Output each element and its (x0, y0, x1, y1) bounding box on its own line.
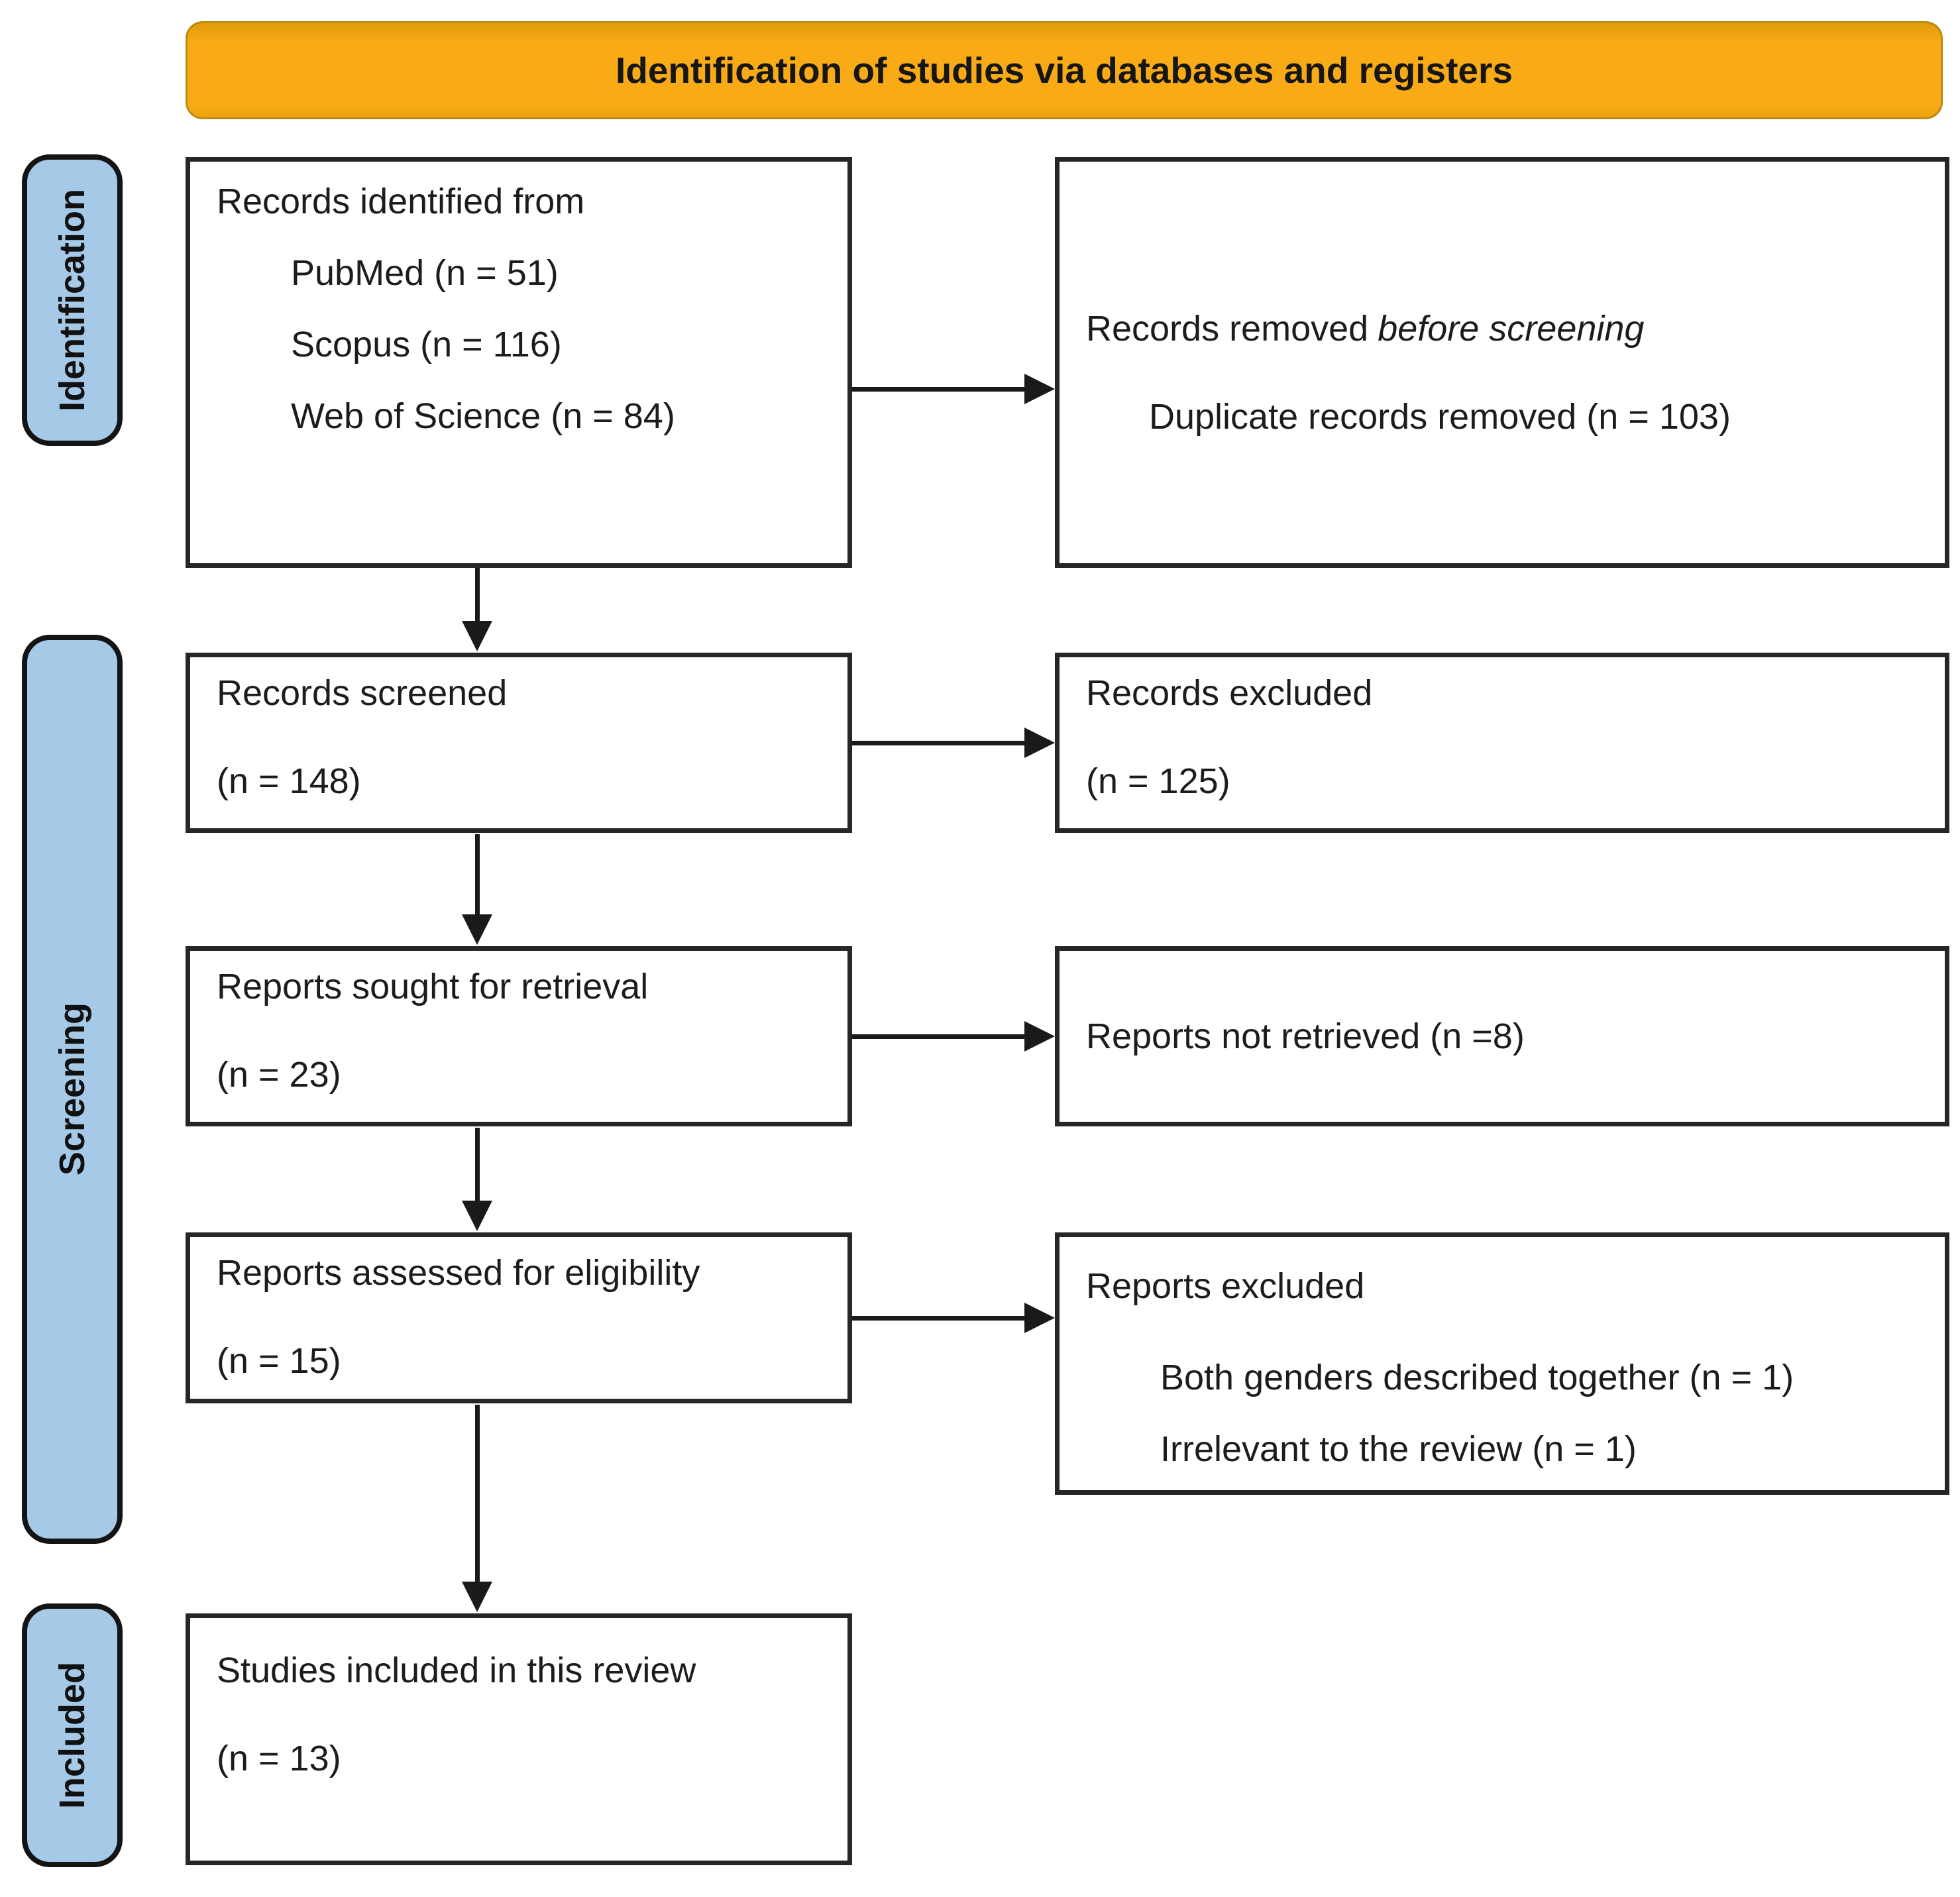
box-reports-assessed: Reports assessed for eligibility (n = 15… (186, 1232, 852, 1403)
banner-title-text: Identification of studies via databases … (616, 50, 1513, 91)
arrow-identified-to-screened (462, 568, 492, 651)
box-count: (n = 125) (1086, 761, 1230, 801)
box-records-excluded: Records excluded (n = 125) (1055, 653, 1949, 833)
arrow-screened-to-sought (462, 834, 492, 945)
arrow-shaft (474, 1128, 480, 1201)
box-count: (n = 23) (217, 1055, 341, 1095)
arrow-right-icon (1024, 728, 1055, 758)
box-title: Reports sought for retrieval (217, 967, 649, 1006)
arrow-sought-to-assessed (462, 1128, 492, 1231)
arrow-shaft (852, 1034, 1024, 1039)
box-title: Records removed before screening (1086, 293, 1932, 364)
box-title-italic: before screening (1378, 309, 1645, 349)
box-item: Duplicate records removed (n = 103) (1149, 397, 1731, 437)
box-item: Both genders described together (n = 1) (1160, 1358, 1794, 1397)
arrow-down-icon (462, 621, 492, 651)
arrow-down-icon (462, 1201, 492, 1231)
arrow-shaft (852, 1315, 1024, 1321)
arrow-down-icon (462, 914, 492, 945)
arrow-shaft (852, 740, 1024, 745)
arrow-shaft (852, 386, 1024, 392)
box-count: (n = 15) (217, 1341, 341, 1381)
box-records-screened: Records screened (n = 148) (186, 653, 852, 833)
box-title: Records excluded (1086, 673, 1373, 713)
arrow-right-icon (1024, 1303, 1055, 1333)
stage-label-included: Included (52, 1661, 92, 1809)
arrow-shaft (474, 1405, 480, 1582)
box-title: Reports not retrieved (n =8) (1086, 1016, 1525, 1056)
box-title: Records screened (217, 673, 508, 713)
arrow-sought-to-not-retrieved (852, 1021, 1055, 1052)
arrow-right-icon (1024, 374, 1055, 404)
arrow-identified-to-removed (852, 374, 1055, 404)
box-title-text: Records removed (1086, 309, 1369, 349)
banner-title: Identification of studies via databases … (186, 21, 1943, 119)
arrow-down-icon (462, 1582, 492, 1612)
box-studies-included: Studies included in this review (n = 13) (186, 1613, 852, 1865)
box-reports-sought: Reports sought for retrieval (n = 23) (186, 946, 852, 1126)
arrow-assessed-to-reports-excluded (852, 1303, 1055, 1333)
box-reports-excluded: Reports excluded Both genders described … (1055, 1232, 1949, 1495)
box-title: Reports excluded (1086, 1266, 1365, 1306)
box-records-identified: Records identified from PubMed (n = 51) … (186, 157, 852, 568)
box-records-removed: Records removed before screening Duplica… (1055, 157, 1949, 568)
box-item: Scopus (n = 116) (291, 325, 562, 364)
stage-pill-identification: Identification (22, 154, 123, 446)
box-item: PubMed (n = 51) (291, 253, 559, 293)
stage-pill-screening: Screening (22, 635, 123, 1544)
box-item: Irrelevant to the review (n = 1) (1160, 1429, 1637, 1469)
box-title: Studies included in this review (217, 1651, 696, 1690)
box-item: Web of Science (n = 84) (291, 396, 675, 436)
stage-pill-included: Included (22, 1603, 123, 1867)
box-reports-not-retrieved: Reports not retrieved (n =8) (1055, 946, 1949, 1126)
arrow-right-icon (1024, 1021, 1055, 1052)
arrow-screened-to-excluded (852, 728, 1055, 758)
box-count: (n = 13) (217, 1739, 341, 1778)
arrow-shaft (474, 834, 480, 914)
box-count: (n = 148) (217, 761, 361, 801)
box-title: Records identified from (217, 182, 585, 221)
stage-label-screening: Screening (52, 1003, 92, 1176)
stage-label-identification: Identification (52, 189, 92, 411)
box-title: Reports assessed for eligibility (217, 1253, 700, 1293)
arrow-assessed-to-included (462, 1405, 492, 1612)
arrow-shaft (474, 568, 480, 621)
